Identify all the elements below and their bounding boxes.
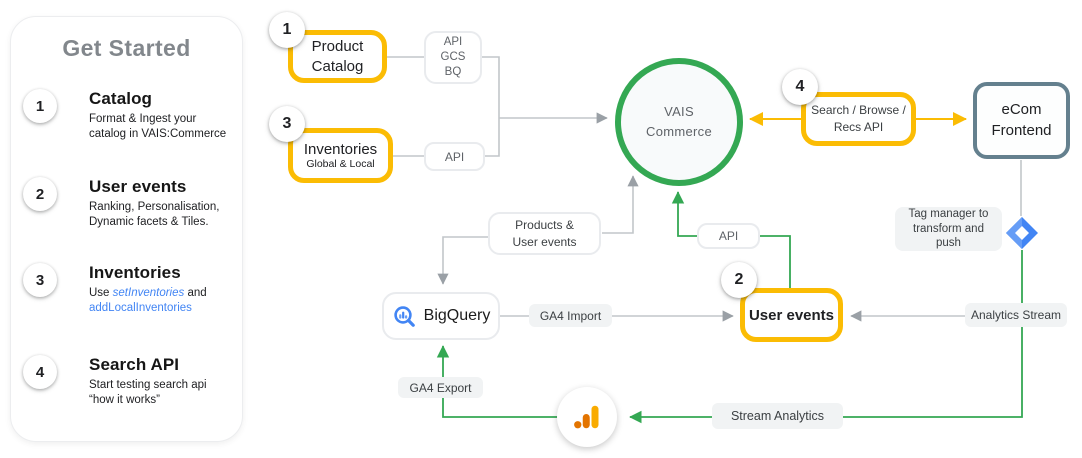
vais-commerce-node: VAIS Commerce bbox=[615, 58, 743, 186]
node-label: Inventories bbox=[303, 141, 378, 158]
bigquery-icon bbox=[392, 304, 416, 328]
api-events-node: API bbox=[697, 223, 760, 249]
diagram-badge-1: 1 bbox=[269, 12, 305, 48]
get-started-panel: Get Started 1 Catalog Format & Ingest yo… bbox=[10, 16, 243, 442]
products-user-events-node: Products & User events bbox=[488, 212, 601, 255]
item-title: Search API bbox=[89, 355, 180, 374]
diagram-badge-4: 4 bbox=[782, 69, 818, 105]
stream-analytics-label: Stream Analytics bbox=[712, 403, 843, 429]
item-title: User events bbox=[89, 177, 187, 196]
item-description: Format & Ingest your catalog in VAIS:Com… bbox=[89, 113, 227, 141]
step-number: 2 bbox=[35, 185, 45, 203]
node-label: BigQuery bbox=[423, 307, 491, 324]
step-number: 1 bbox=[35, 97, 45, 115]
tag-manager-label: Tag manager to transform and push bbox=[895, 207, 1002, 251]
ga4-export-label: GA4 Export bbox=[398, 377, 483, 398]
step-number: 3 bbox=[35, 271, 45, 289]
item-description: Use setInventories and addLocalInventorie… bbox=[89, 286, 235, 316]
step-number: 4 bbox=[35, 363, 45, 381]
badge-number: 2 bbox=[734, 271, 744, 288]
inventories-node: Inventories Global & Local bbox=[288, 128, 393, 183]
sidebar-item-catalog: 1 Catalog Format & Ingest your catalog i… bbox=[23, 89, 235, 142]
sidebar-item-search-api: 4 Search API Start testing search api “h… bbox=[23, 355, 235, 408]
item-title: Inventories bbox=[89, 263, 181, 282]
search-browse-recs-api-node: Search / Browse / Recs API bbox=[801, 92, 916, 146]
step-2-badge: 2 bbox=[23, 177, 57, 211]
ecom-frontend-node: eCom Frontend bbox=[973, 82, 1070, 159]
description-text: Use bbox=[89, 287, 113, 299]
ga4-import-label: GA4 Import bbox=[529, 304, 612, 327]
item-description: Ranking, Personalisation, Dynamic facets… bbox=[89, 201, 220, 229]
user-events-node: User events bbox=[740, 288, 843, 342]
sidebar-item-inventories: 3 Inventories Use setInventories and addL… bbox=[23, 263, 235, 316]
diagram-badge-3: 3 bbox=[269, 106, 305, 142]
step-3-badge: 3 bbox=[23, 263, 57, 297]
analytics-stream-label: Analytics Stream bbox=[965, 303, 1067, 327]
api-ingest-node: API bbox=[424, 142, 485, 171]
add-local-inventories-link[interactable]: addLocalInventories bbox=[89, 302, 192, 315]
diagram-badge-2: 2 bbox=[721, 262, 757, 298]
item-title: Catalog bbox=[89, 89, 153, 108]
description-text: and bbox=[184, 287, 207, 299]
node-sublabel: Global & Local bbox=[306, 158, 375, 170]
bigquery-node: BigQuery bbox=[382, 292, 500, 340]
google-tag-manager-icon bbox=[1005, 216, 1039, 250]
api-gcs-bq-node: API GCS BQ bbox=[424, 31, 482, 84]
badge-number: 1 bbox=[282, 21, 292, 38]
google-analytics-icon bbox=[557, 387, 617, 447]
step-4-badge: 4 bbox=[23, 355, 57, 389]
step-1-badge: 1 bbox=[23, 89, 57, 123]
product-catalog-node: Product Catalog bbox=[288, 30, 387, 83]
badge-number: 4 bbox=[795, 78, 805, 95]
set-inventories-link[interactable]: setInventories bbox=[112, 287, 185, 299]
badge-number: 3 bbox=[282, 115, 292, 132]
sidebar-item-user-events: 2 User events Ranking, Personalisation, … bbox=[23, 177, 235, 230]
panel-title: Get Started bbox=[62, 35, 191, 61]
item-description: Start testing search api “how it works” bbox=[89, 379, 207, 407]
